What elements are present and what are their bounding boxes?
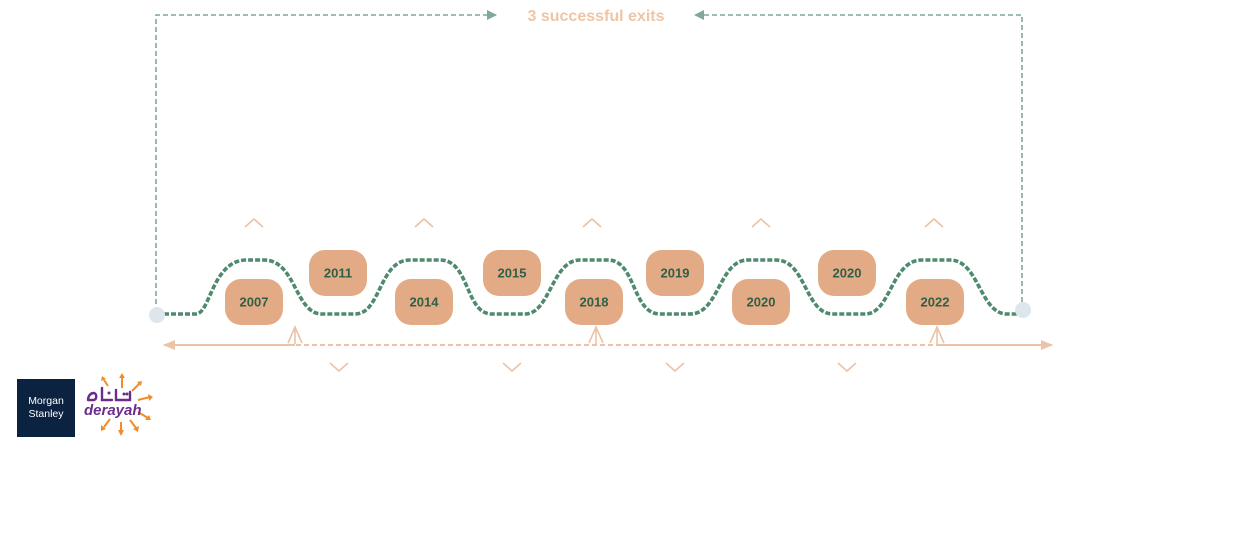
morgan-stanley-logo-line2: Stanley <box>28 408 64 420</box>
year-pill-2011: 2011 <box>309 250 367 296</box>
year-pill-background <box>395 279 453 325</box>
year-pill-background <box>818 250 876 296</box>
year-pill-2014: 2014 <box>395 279 453 325</box>
morgan-stanley-logo-line1: Morgan <box>28 395 64 407</box>
derayah-logo: derayah <box>84 373 153 436</box>
timeline-end-dot <box>1015 302 1031 318</box>
year-pills: 2007 2011 2014 2015 2018 2019 2020 2020 2022 <box>225 250 964 325</box>
exits-bracket-right-arrow <box>694 10 1023 310</box>
axis-upward-arrows <box>287 325 945 344</box>
year-pill-background <box>309 250 367 296</box>
chevron-up-icon <box>924 217 944 228</box>
year-label: 2020 <box>747 295 776 310</box>
chevron-up-icon <box>751 217 771 228</box>
year-label: 2018 <box>580 295 609 310</box>
chevron-down-icon <box>502 362 522 373</box>
chevron-up-icon <box>582 217 602 228</box>
derayah-wordmark: derayah <box>84 402 142 419</box>
axis-up-arrow <box>588 325 604 344</box>
year-pill-background <box>646 250 704 296</box>
year-pill-background <box>732 279 790 325</box>
year-label: 2022 <box>921 295 950 310</box>
derayah-arabic-script-icon <box>86 386 132 402</box>
exits-bracket: 3 successful exits <box>155 8 1023 312</box>
year-pill-background <box>483 250 541 296</box>
chevron-up-icon <box>414 217 434 228</box>
year-pill-2018: 2018 <box>565 279 623 325</box>
axis-up-arrow <box>287 325 303 344</box>
axis-up-arrow <box>929 325 945 344</box>
year-label: 2007 <box>240 295 269 310</box>
timeline-start-dot <box>149 307 165 323</box>
year-pill-2007: 2007 <box>225 279 283 325</box>
timeline-axis <box>163 325 1053 350</box>
year-label: 2020 <box>833 266 862 281</box>
year-label: 2014 <box>410 295 440 310</box>
year-label: 2015 <box>498 266 527 281</box>
exits-bracket-left-arrow <box>155 10 497 312</box>
year-label: 2011 <box>324 266 352 281</box>
morgan-stanley-logo: Morgan Stanley <box>17 379 75 437</box>
chevron-down-icon <box>665 362 685 373</box>
year-pill-2019: 2019 <box>646 250 704 296</box>
year-pill-2015: 2015 <box>483 250 541 296</box>
chevron-up-icon <box>244 217 264 228</box>
year-pill-2022: 2022 <box>906 279 964 325</box>
year-pill-2020: 2020 <box>732 279 790 325</box>
chevron-down-icon <box>329 362 349 373</box>
year-pill-2020: 2020 <box>818 250 876 296</box>
derayah-sun-rays-icon <box>101 373 153 436</box>
exits-label: 3 successful exits <box>528 8 665 25</box>
year-pill-background <box>225 279 283 325</box>
chevron-down-icon <box>837 362 857 373</box>
year-pill-background <box>565 279 623 325</box>
chevrons <box>244 217 944 373</box>
year-pill-background <box>906 279 964 325</box>
wave-path <box>157 258 1022 316</box>
year-label: 2019 <box>661 266 690 281</box>
